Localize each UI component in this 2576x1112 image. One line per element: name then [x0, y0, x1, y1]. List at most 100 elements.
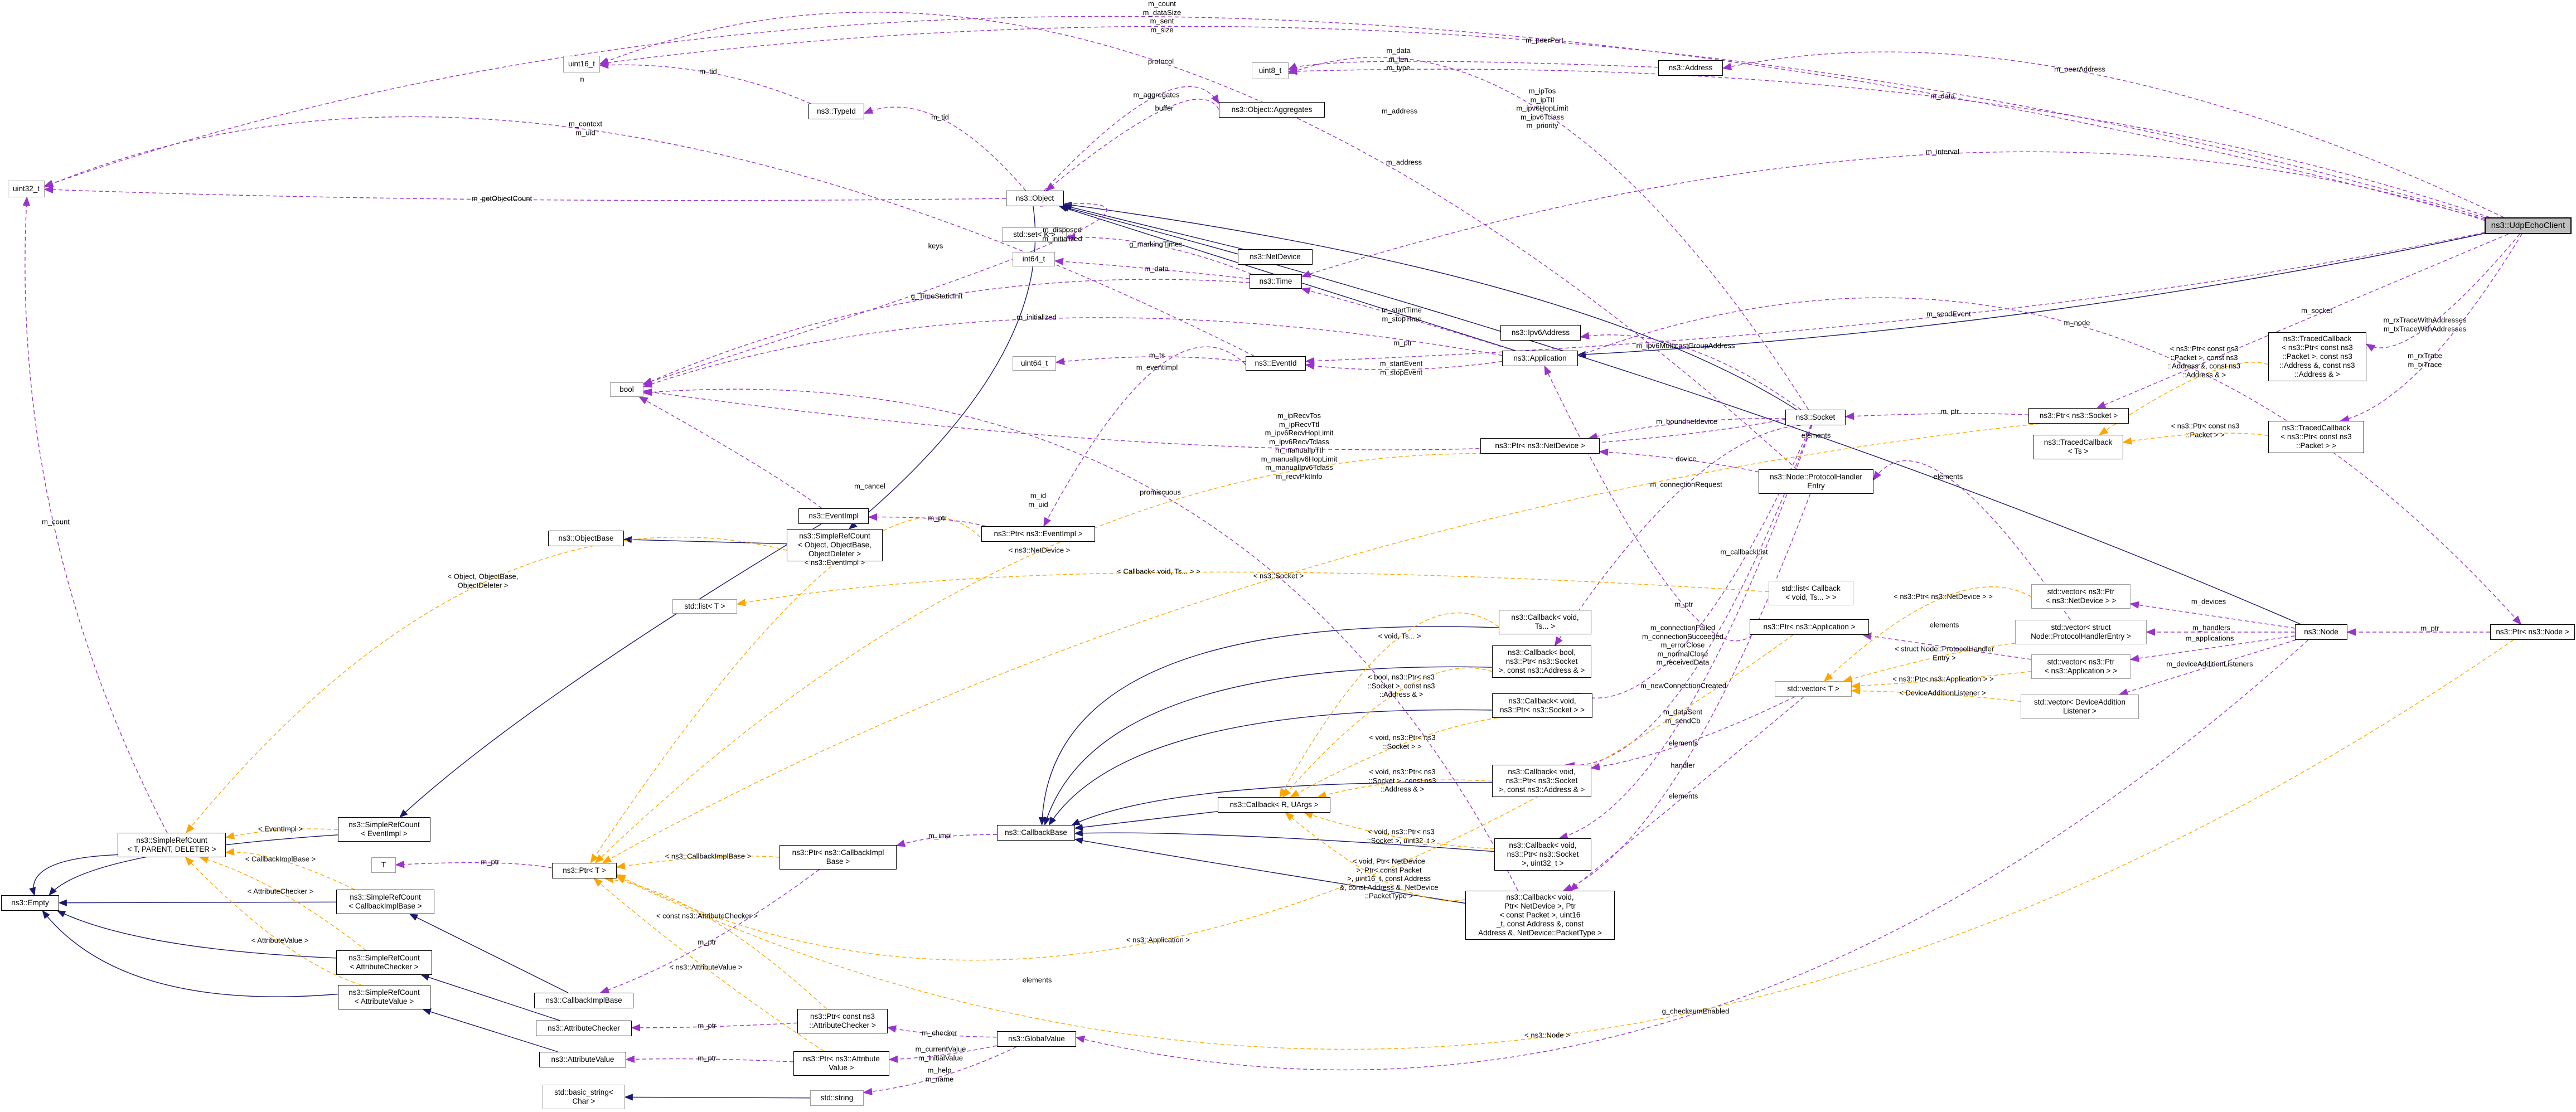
edge-src_obj-src_tpd — [186, 536, 787, 834]
edge-time-int64 — [1054, 258, 1250, 279]
edge-socket-ipv6address — [1580, 332, 1802, 410]
class-node-src_av[interactable]: ns3::SimpleRefCount < AttributeValue > — [338, 985, 430, 1009]
edge-eventid-ptreventimpl — [1043, 346, 1246, 527]
class-node-src_tpd[interactable]: ns3::SimpleRefCount < T, PARENT, DELETER… — [118, 833, 226, 857]
class-node-src_cib[interactable]: ns3::SimpleRefCount < CallbackImplBase > — [336, 890, 434, 914]
edge-node-vecdevadd — [2118, 639, 2297, 696]
class-node-vecnetdev[interactable]: std::vector< ns3::Ptr < ns3::NetDevice >… — [2031, 584, 2130, 609]
class-node-objectbase[interactable]: ns3::ObjectBase — [548, 531, 624, 546]
class-node-int64[interactable]: int64_t — [1013, 252, 1055, 266]
edge-ptrav-attrvalue — [625, 1055, 794, 1064]
class-node-ptrcib[interactable]: ns3::Ptr< ns3::CallbackImpl Base > — [779, 845, 897, 870]
class-node-cbruargs[interactable]: ns3::Callback< R, UArgs > — [1218, 797, 1330, 813]
class-node-cbvoidsocku32[interactable]: ns3::Callback< void, ns3::Ptr< ns3::Sock… — [1494, 838, 1591, 871]
class-node-cbnetdev[interactable]: ns3::Callback< void, Ptr< NetDevice >, P… — [1465, 891, 1615, 940]
edge-object-aggregates — [1044, 86, 1219, 191]
edge-socket-bool — [642, 388, 1786, 450]
class-node-cbimplbase[interactable]: ns3::CallbackImplBase — [534, 993, 633, 1008]
class-node-tracedcbts[interactable]: ns3::TracedCallback < Ts > — [2033, 435, 2123, 459]
class-node-object[interactable]: ns3::Object — [1006, 191, 1064, 206]
class-node-vecproto[interactable]: std::vector< struct Node::ProtocolHandle… — [2015, 620, 2147, 644]
class-node-typeid[interactable]: ns3::TypeId — [808, 104, 864, 119]
edge-aggregates-object — [1045, 99, 1219, 192]
edge-socket-cbbool — [1554, 425, 1801, 647]
class-node-stdlistcb[interactable]: std::list< Callback < void, Ts... > > — [1769, 581, 1853, 605]
class-node-stdstring[interactable]: std::string — [810, 1090, 864, 1106]
class-node-src_obj[interactable]: ns3::SimpleRefCount < Object, ObjectBase… — [787, 529, 883, 561]
class-node-uint8[interactable]: uint8_t — [1252, 62, 1289, 79]
class-node-cbvoidts[interactable]: ns3::Callback< void, Ts... > — [1499, 610, 1591, 634]
class-node-tracedcb4[interactable]: ns3::TracedCallback < ns3::Ptr< const ns… — [2268, 332, 2366, 381]
class-node-src_ev[interactable]: ns3::SimpleRefCount < EventImpl > — [338, 817, 430, 842]
class-node-uint64[interactable]: uint64_t — [1013, 356, 1056, 371]
class-node-empty[interactable]: ns3::Empty — [1, 895, 59, 911]
edge-application-eventid — [1305, 361, 1503, 370]
class-node-address[interactable]: ns3::Address — [1658, 60, 1723, 76]
class-node-cbbool[interactable]: ns3::Callback< bool, ns3::Ptr< ns3::Sock… — [1492, 645, 1591, 678]
class-node-ptrapp[interactable]: ns3::Ptr< ns3::Application > — [1750, 619, 1869, 635]
class-node-bool[interactable]: bool — [610, 382, 643, 397]
class-node-uint32[interactable]: uint32_t — [8, 181, 45, 197]
edge-cbruargs-callbackbase — [1074, 811, 1218, 831]
edge-socket-cbvoidsock — [1570, 425, 1812, 700]
edge-node-vecapp — [2129, 635, 2296, 662]
class-node-stdlistt[interactable]: std::list< T > — [672, 599, 737, 614]
edge-application-bool — [642, 317, 1503, 388]
class-node-ptrnetdevice[interactable]: ns3::Ptr< ns3::NetDevice > — [1480, 438, 1600, 454]
edge-attrvalue-src_av — [422, 1008, 558, 1052]
class-node-ptrcac[interactable]: ns3::Ptr< const ns3 ::AttributeChecker > — [797, 1009, 888, 1033]
class-node-callbackbase[interactable]: ns3::CallbackBase — [997, 825, 1075, 841]
edge-socket-cbvoidsocku32 — [1558, 425, 1813, 840]
class-node-vecapp[interactable]: std::vector< ns3::Ptr < ns3::Application… — [2031, 654, 2130, 679]
class-node-uint16[interactable]: uint16_t — [563, 56, 600, 72]
class-node-eventid[interactable]: ns3::EventId — [1246, 356, 1306, 371]
class-node-ptrav[interactable]: ns3::Ptr< ns3::Attribute Value > — [793, 1051, 889, 1076]
class-node-netdevice[interactable]: ns3::NetDevice — [1238, 249, 1313, 265]
class-node-aggregates[interactable]: ns3::Object::Aggregates — [1219, 102, 1325, 118]
class-node-protohandlerentry[interactable]: ns3::Node::ProtocolHandler Entry — [1759, 469, 1873, 494]
edge-cbvoidsockaddr-cbruargs — [1316, 779, 1493, 799]
class-node-application[interactable]: ns3::Application — [1502, 351, 1578, 366]
edge-cbvoidsocku32-callbackbase — [1074, 829, 1495, 852]
class-node-ptreventimpl[interactable]: ns3::Ptr< ns3::EventImpl > — [981, 526, 1095, 542]
class-node-vecdevadd[interactable]: std::vector< DeviceAddition Listener > — [2021, 695, 2139, 719]
edge-vecapp-vectort — [1851, 671, 2032, 690]
edge-vecdevadd-vectort — [1851, 687, 2021, 702]
edge-cbnetdev-callbackbase — [1074, 837, 1466, 904]
class-node-vectort[interactable]: std::vector< T > — [1775, 681, 1852, 697]
edge-eventid-uint32 — [43, 116, 1255, 357]
class-node-socket[interactable]: ns3::Socket — [1785, 410, 1846, 425]
class-node-basicstring[interactable]: std::basic_string< Char > — [543, 1085, 625, 1109]
edge-src_obj-objectbase — [623, 536, 787, 545]
edge-globalvalue-stdstring — [863, 1046, 1017, 1096]
class-node-ptrsocket[interactable]: ns3::Ptr< ns3::Socket > — [2028, 408, 2129, 424]
class-node-ptrt[interactable]: ns3::Ptr< T > — [552, 863, 617, 878]
edge-udpechoclient-ptrsocket — [2096, 234, 2509, 409]
edge-cbnetdev-bool — [642, 389, 1519, 891]
edge-ptrav-ptrt — [593, 877, 825, 1052]
edge-address-uint8 — [1287, 61, 1659, 70]
edge-time-setk — [1066, 233, 1252, 275]
edge-ptrapp-application — [1544, 365, 1765, 642]
class-node-attrvalue[interactable]: ns3::AttributeValue — [539, 1052, 626, 1067]
class-node-globalvalue[interactable]: ns3::GlobalValue — [997, 1031, 1076, 1047]
class-node-ipv6address[interactable]: ns3::Ipv6Address — [1500, 325, 1581, 341]
edge-ptrnode-ptrt — [616, 639, 2514, 1050]
edge-globalvalue-ptrcac — [887, 1025, 998, 1038]
class-node-attrchecker[interactable]: ns3::AttributeChecker — [536, 1021, 632, 1036]
class-node-udpechoclient[interactable]: ns3::UdpEchoClient — [2485, 217, 2572, 234]
class-node-setk[interactable]: std::set< K > — [1002, 227, 1067, 242]
class-node-node[interactable]: ns3::Node — [2295, 624, 2347, 640]
class-node-tracedcb1[interactable]: ns3::TracedCallback < ns3::Ptr< const ns… — [2268, 421, 2364, 453]
class-node-cbvoidsock[interactable]: ns3::Callback< void, ns3::Ptr< ns3::Sock… — [1492, 693, 1592, 718]
class-node-cbvoidsockaddr[interactable]: ns3::Callback< void, ns3::Ptr< ns3::Sock… — [1492, 765, 1591, 797]
edge-udpechoclient-uint8 — [1287, 67, 2490, 218]
class-node-eventimpl[interactable]: ns3::EventImpl — [798, 508, 869, 524]
edge-socket-object — [1063, 201, 1797, 410]
class-node-src_ac[interactable]: ns3::SimpleRefCount < AttributeChecker > — [336, 950, 432, 975]
class-node-time[interactable]: ns3::Time — [1250, 274, 1302, 289]
class-node-tbox[interactable]: T — [371, 857, 396, 873]
edge-vecnetdev-vectort — [1823, 586, 2032, 682]
class-node-ptrnode[interactable]: ns3::Ptr< ns3::Node > — [2490, 624, 2575, 640]
